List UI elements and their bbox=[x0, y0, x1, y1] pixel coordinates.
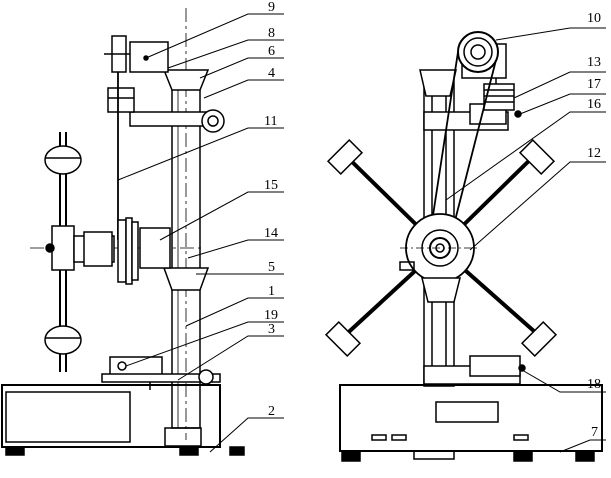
callout-10: 10 bbox=[587, 11, 601, 26]
left-base bbox=[1, 384, 221, 448]
bracket-block bbox=[107, 87, 135, 113]
upper-pulley-4-hub bbox=[207, 115, 219, 127]
pulley-10-mid bbox=[463, 37, 493, 67]
right-lower-collar bbox=[421, 277, 461, 303]
callout-13: 13 bbox=[587, 55, 601, 70]
callout-3: 3 bbox=[268, 322, 275, 337]
callout-18: 18 bbox=[587, 377, 601, 392]
right-labels: 10 13 17 16 12 18 7 bbox=[587, 11, 601, 440]
left-foot-2 bbox=[179, 446, 199, 456]
right-display-window bbox=[435, 401, 499, 423]
right-view bbox=[324, 31, 603, 462]
clamp-upper-right bbox=[518, 138, 556, 176]
left-view bbox=[1, 8, 245, 456]
pulley-10-inner bbox=[470, 44, 486, 60]
pulley-15-disc-1 bbox=[117, 219, 127, 283]
callout-11: 11 bbox=[264, 114, 277, 129]
callout-5: 5 bbox=[268, 260, 275, 275]
right-button-1 bbox=[371, 434, 387, 441]
upper-bracket-arm bbox=[129, 111, 213, 127]
callout-9: 9 bbox=[268, 0, 275, 15]
left-leaders bbox=[117, 13, 284, 453]
callout-15: 15 bbox=[264, 178, 278, 193]
lower-clamp-knob bbox=[198, 369, 214, 385]
left-foot-1 bbox=[5, 446, 25, 456]
right-foot-2 bbox=[413, 450, 455, 460]
right-button-2 bbox=[391, 434, 407, 441]
left-base-foot-block bbox=[164, 427, 202, 447]
upper-collar bbox=[162, 69, 210, 91]
callout-6: 6 bbox=[268, 44, 275, 59]
right-foot-3 bbox=[513, 450, 533, 462]
clamp-lower-left bbox=[324, 320, 362, 358]
right-foot-4 bbox=[575, 450, 595, 462]
left-display-panel bbox=[5, 391, 131, 443]
callout-14: 14 bbox=[264, 226, 278, 241]
right-small-tab bbox=[399, 261, 415, 271]
callout-2: 2 bbox=[268, 404, 275, 419]
pulley-15-housing bbox=[139, 227, 171, 269]
belt-16-right bbox=[447, 59, 497, 249]
lower-weight bbox=[44, 325, 82, 355]
pulley-15-disc-3 bbox=[131, 221, 139, 281]
coil-13 bbox=[483, 76, 515, 111]
lower-collar bbox=[162, 267, 210, 291]
left-labels: 9 8 6 4 11 15 14 5 1 19 3 2 bbox=[264, 0, 278, 419]
right-button-3 bbox=[513, 434, 529, 441]
callout-8: 8 bbox=[268, 26, 275, 41]
center-clamp bbox=[51, 225, 75, 271]
right-lower-block bbox=[469, 355, 521, 377]
right-lower-dot bbox=[518, 364, 526, 372]
left-foot-3 bbox=[229, 446, 245, 456]
center-clamp-bolt bbox=[45, 243, 55, 253]
callout-1: 1 bbox=[268, 284, 275, 299]
callout-7: 7 bbox=[591, 425, 598, 440]
right-upper-collar bbox=[419, 69, 457, 97]
clamp-lower-right bbox=[520, 320, 558, 358]
callout-4: 4 bbox=[268, 66, 275, 81]
lower-clamp-bar bbox=[101, 373, 221, 383]
right-leaders bbox=[445, 27, 606, 453]
callout-16: 16 bbox=[587, 97, 601, 112]
upper-weight bbox=[44, 145, 82, 175]
center-shaft-block-inner bbox=[83, 231, 113, 267]
right-base bbox=[339, 384, 603, 452]
pulley-15-disc-2 bbox=[125, 217, 133, 285]
upper-pulley-4 bbox=[201, 109, 225, 133]
callout-19: 19 bbox=[264, 308, 278, 323]
callout-12: 12 bbox=[587, 146, 601, 161]
callout-17: 17 bbox=[587, 77, 601, 92]
clamp-upper-left bbox=[326, 138, 364, 176]
right-foot-1 bbox=[341, 450, 361, 462]
